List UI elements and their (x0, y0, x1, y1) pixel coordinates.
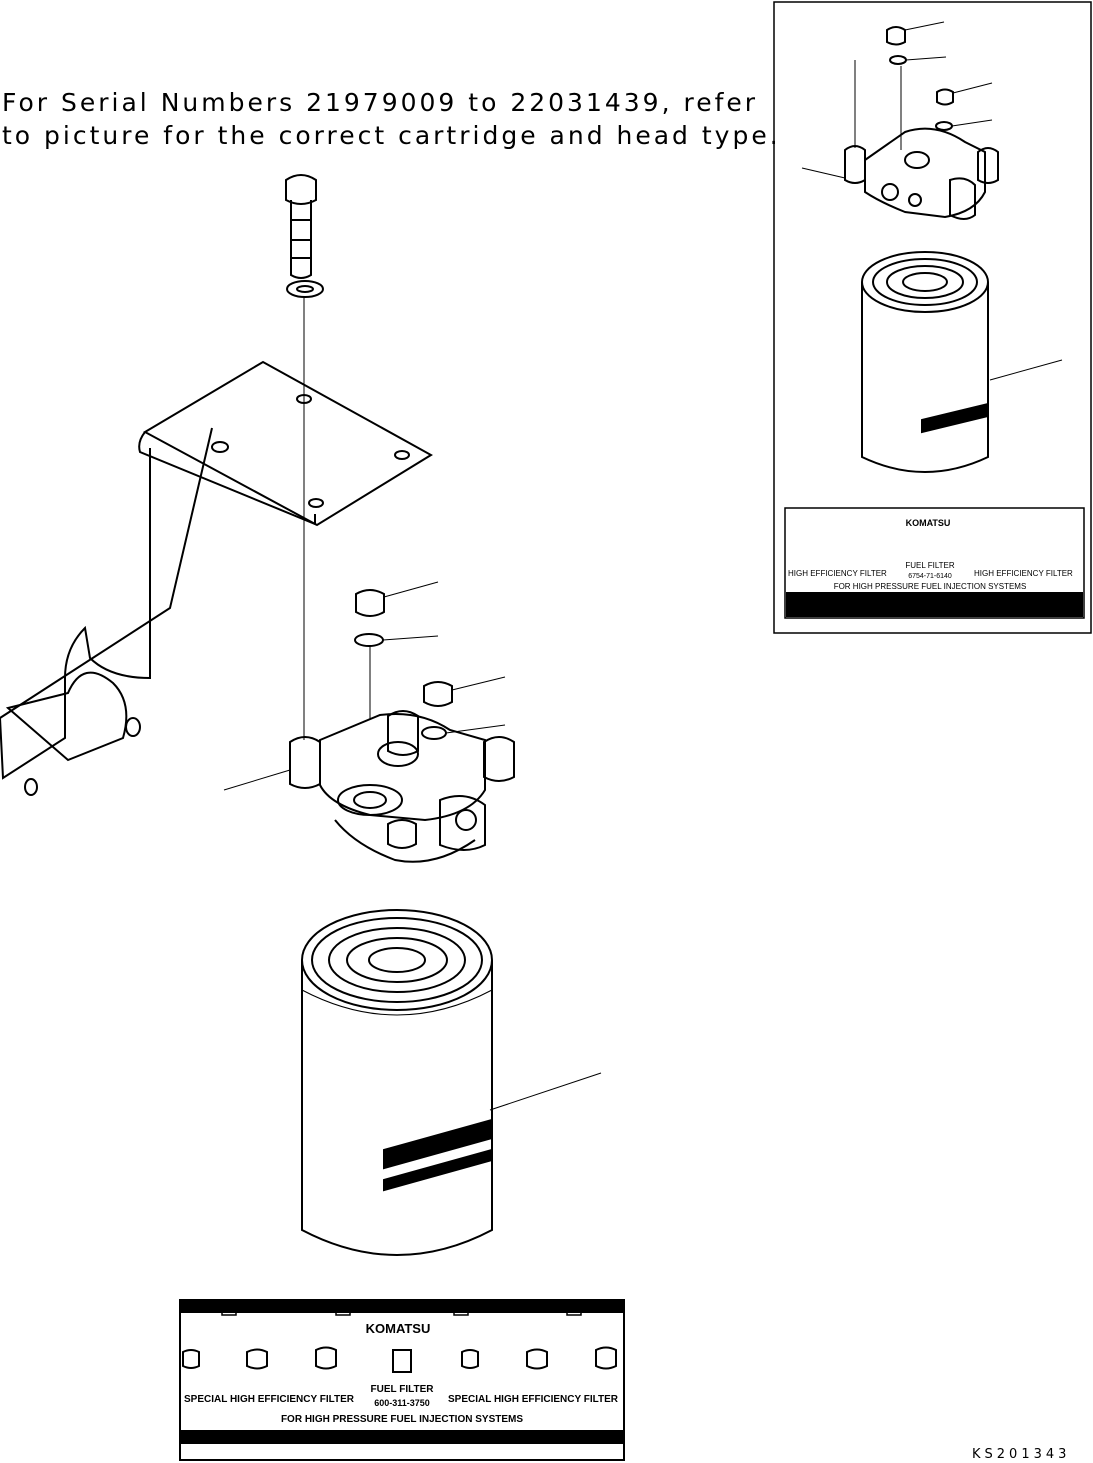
washer (286, 280, 324, 298)
main-decal-brand: KOMATSU (366, 1321, 431, 1336)
inset-decal (784, 507, 1085, 619)
drawing-code: KS201343 (972, 1447, 1071, 1462)
note-line-2: to picture for the correct cartridge and… (2, 121, 781, 150)
inset-head-assembly (801, 21, 999, 220)
inset-filter-cartridge (861, 251, 1063, 473)
main-decal-center-caption-1: FUEL FILTER (371, 1384, 435, 1395)
filter-cartridge (301, 909, 602, 1256)
inset-decal-brand: KOMATSU (906, 518, 951, 528)
inset-frame (773, 1, 1092, 634)
main-decal-left-caption: SPECIAL HIGH EFFICIENCY FILTER (184, 1394, 355, 1405)
mounting-bracket (0, 360, 433, 796)
inset-decal-center-caption-1: FUEL FILTER (905, 561, 955, 570)
main-decal-right-caption: SPECIAL HIGH EFFICIENCY FILTER (448, 1394, 619, 1405)
filter-head-assembly (223, 581, 515, 863)
main-decal-center-caption-2: 600-311-3750 (374, 1398, 430, 1408)
main-decal-number-1: 1 (226, 1304, 232, 1315)
inset-decal-left-caption: HIGH EFFICIENCY FILTER (788, 569, 887, 578)
mounting-bolt (285, 174, 317, 279)
serial-number-note: For Serial Numbers 21979009 to 22031439,… (2, 86, 781, 152)
main-decal-number-4: 4 (571, 1304, 577, 1315)
inset-decal-right-caption: HIGH EFFICIENCY FILTER (974, 569, 1073, 578)
main-decal-bottom-caption: FOR HIGH PRESSURE FUEL INJECTION SYSTEMS (281, 1414, 523, 1425)
inset-decal-center-caption-2: 6754-71-6140 (908, 573, 952, 580)
inset-decal-bottom-caption: FOR HIGH PRESSURE FUEL INJECTION SYSTEMS (834, 582, 1027, 591)
main-decal-number-3: 3 (458, 1304, 464, 1315)
main-decal (179, 1299, 625, 1461)
main-decal-number-2: 2 (340, 1304, 346, 1315)
note-line-1: For Serial Numbers 21979009 to 22031439,… (2, 88, 759, 117)
